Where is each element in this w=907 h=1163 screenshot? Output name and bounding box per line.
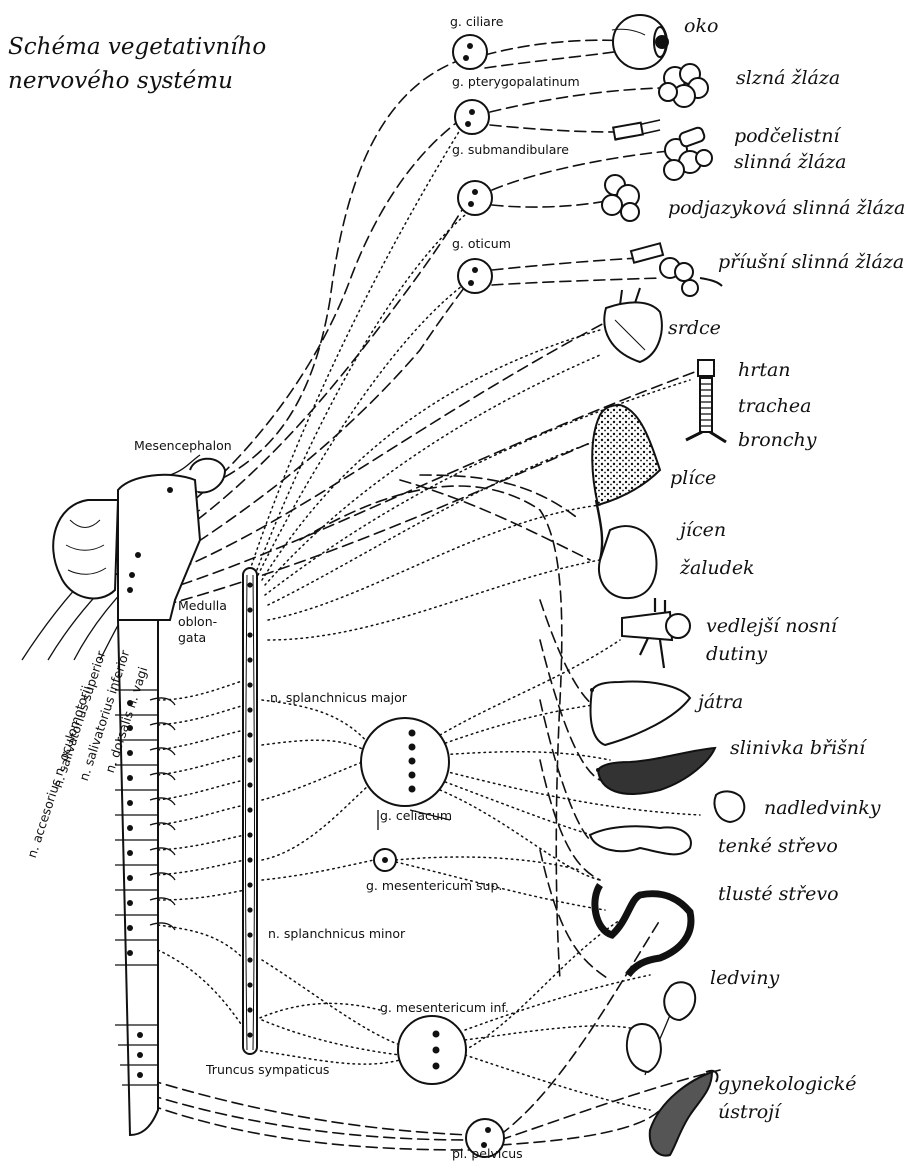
adrenal-drawing: [715, 791, 745, 822]
small-intestine-drawing: [590, 826, 691, 854]
label-plice: plíce: [670, 466, 716, 490]
label-mesencephalon: Mesencephalon: [134, 438, 232, 453]
label-g-oticum: g. oticum: [452, 236, 511, 251]
label-medulla-2: oblon-: [178, 614, 217, 629]
label-bronchy: bronchy: [738, 428, 817, 452]
label-g-pterygopalatinum: g. pterygopalatinum: [452, 74, 580, 89]
submandibular-gland-drawing: [664, 126, 712, 180]
stomach-drawing: [596, 500, 656, 598]
label-nosni-1: vedlejší nosní: [706, 614, 837, 638]
label-slzna-zlaza: slzná žláza: [736, 66, 840, 90]
sublingual-gland-drawing: [602, 175, 639, 221]
label-zaludek: žaludek: [680, 556, 755, 580]
label-hrtan: hrtan: [738, 358, 791, 382]
label-slinivka: slinivka břišní: [730, 736, 865, 760]
large-intestine-drawing: [595, 885, 691, 975]
label-medulla-3: gata: [178, 630, 206, 645]
label-jicen: jícen: [680, 518, 726, 542]
label-gyn-1: gynekologické: [718, 1072, 856, 1096]
sinus-drawing: [622, 598, 690, 668]
label-trachea: trachea: [738, 394, 812, 418]
label-g-submandibulare: g. submandibulare: [452, 142, 569, 157]
label-podcelistni-1: podčelistní: [734, 124, 840, 148]
title-line-2: nervového systému: [8, 64, 266, 98]
label-g-ciliare: g. ciliare: [450, 14, 503, 29]
heart-drawing: [604, 288, 661, 362]
title-line-1: Schéma vegetativního: [8, 30, 266, 64]
liver-drawing: [591, 682, 690, 745]
label-oko: oko: [684, 14, 718, 38]
parotid-gland-drawing: [631, 243, 722, 296]
label-srdce: srdce: [668, 316, 721, 340]
label-truncus-sympaticus: Truncus sympaticus: [206, 1062, 329, 1077]
label-podjazykova: podjazyková slinná žláza: [668, 196, 905, 220]
label-splanchnicus-major: n. splanchnicus major: [270, 690, 407, 705]
label-ledviny: ledviny: [710, 966, 779, 990]
label-g-mesentericum-inf: g. mesentericum inf.: [380, 1000, 509, 1015]
sympathetic-fibers: [158, 130, 700, 1110]
label-gyn-2: ústrojí: [718, 1100, 780, 1124]
label-g-celiacum: g. celiacum: [380, 808, 452, 823]
label-tenke: tenké střevo: [718, 834, 838, 858]
label-priusni: příušní slinná žláza: [718, 250, 904, 274]
diagram-title: Schéma vegetativního nervového systému: [8, 30, 266, 98]
label-nadledvinky: nadledvinky: [764, 796, 881, 820]
lacrimal-gland-drawing: [659, 64, 708, 107]
bladder-drawing: [627, 1024, 661, 1072]
kidney-drawing: [664, 982, 695, 1020]
label-pl-pelvicus: pl. pelvicus: [452, 1146, 523, 1161]
lung-drawing: [592, 405, 660, 505]
ganglia: [361, 35, 504, 1157]
label-splanchnicus-minor: n. splanchnicus minor: [268, 926, 405, 941]
label-jatra: játra: [698, 690, 743, 714]
label-nosni-2: dutiny: [706, 642, 767, 666]
sympathetic-trunk: [243, 568, 257, 1054]
eye-drawing: [612, 15, 668, 69]
label-podcelistni-2: slinná žláza: [734, 150, 847, 174]
label-g-mesentericum-sup: g. mesentericum sup.: [366, 878, 502, 893]
label-medulla-1: Medulla: [178, 598, 227, 613]
uterus-drawing: [650, 1072, 712, 1156]
label-tluste: tlusté střevo: [718, 882, 839, 906]
pancreas-drawing: [598, 748, 715, 794]
